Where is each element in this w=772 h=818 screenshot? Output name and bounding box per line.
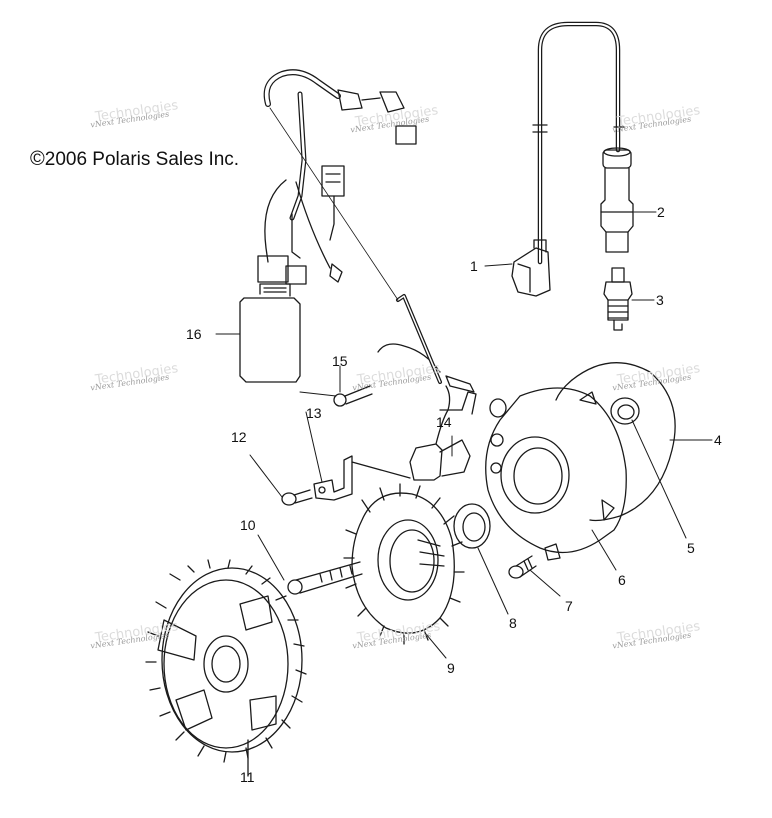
callout-13: 13	[306, 405, 322, 421]
copyright-notice: ©2006 Polaris Sales Inc.	[30, 148, 239, 171]
flywheel-icon	[145, 559, 307, 777]
gasket-icon	[555, 362, 676, 522]
screw-icon	[508, 555, 537, 579]
spark-plug-icon	[603, 267, 633, 331]
screw-icon	[333, 385, 373, 407]
callout-1: 1	[470, 258, 478, 274]
bracket-icon	[313, 455, 411, 501]
callout-16: 16	[186, 326, 202, 342]
stator-housing-icon	[485, 387, 627, 561]
callout-14: 14	[436, 414, 452, 430]
callout-4: 4	[714, 432, 722, 448]
copyright-symbol: ©	[30, 148, 45, 170]
copyright-text: 2006 Polaris Sales Inc.	[44, 149, 240, 170]
callout-10: 10	[240, 517, 256, 533]
stator-icon	[343, 483, 465, 645]
callout-11: 11	[240, 769, 255, 785]
callout-9: 9	[447, 660, 455, 676]
callout-12: 12	[231, 429, 247, 445]
callout-5: 5	[687, 540, 695, 556]
oil-seal-icon	[453, 503, 491, 549]
callout-6: 6	[618, 572, 626, 588]
cdi-box-icon	[239, 283, 301, 383]
spark-plug-boot-icon	[600, 147, 634, 253]
callout-2: 2	[657, 204, 665, 220]
screw-icon	[281, 489, 313, 506]
callout-8: 8	[509, 615, 517, 631]
ignition-coil-icon	[511, 21, 625, 297]
seal-icon	[610, 397, 640, 425]
wiring-harness-icon	[257, 69, 442, 384]
callout-7: 7	[565, 598, 573, 614]
callout-3: 3	[656, 292, 664, 308]
leader-lines	[215, 211, 713, 767]
bolt-icon	[287, 561, 363, 595]
callout-15: 15	[332, 353, 348, 369]
